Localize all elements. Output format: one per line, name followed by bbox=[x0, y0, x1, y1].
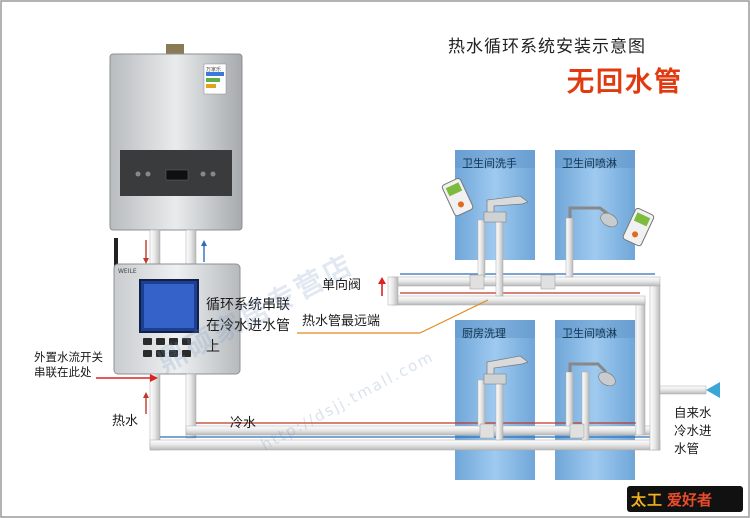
water-heater bbox=[109, 44, 243, 231]
controller-brand: WEILE bbox=[118, 268, 137, 275]
check-valve-arrow-icon bbox=[378, 277, 386, 284]
shower-head-icon bbox=[600, 212, 618, 228]
heater-button bbox=[135, 171, 141, 177]
hot-pipe-far-end-label: 热水管最远端 bbox=[302, 314, 381, 329]
check-valve-label: 单向阀 bbox=[322, 278, 362, 293]
energy-bar bbox=[206, 72, 224, 76]
logo: 太 工 爱好者 bbox=[627, 486, 743, 512]
panel-header bbox=[555, 150, 635, 168]
circulation-system-note: 循环系统串联在冷水进水管上 bbox=[206, 297, 290, 355]
heater-button bbox=[210, 171, 216, 177]
tap-cold-inlet-label: 自来水冷水进水管 bbox=[674, 405, 712, 456]
panel-kitchen bbox=[455, 320, 535, 480]
heater-button bbox=[200, 171, 206, 177]
flue-pipe bbox=[166, 44, 184, 56]
page-title: 热水循环系统安装示意图 bbox=[448, 37, 646, 57]
heater-button bbox=[145, 171, 151, 177]
controller-buttons bbox=[143, 338, 191, 357]
heater-display bbox=[165, 169, 189, 181]
logo-text: 爱好者 bbox=[667, 491, 712, 509]
inlet-valve bbox=[706, 382, 720, 398]
heater-pipes bbox=[143, 229, 207, 269]
energy-bar bbox=[206, 78, 220, 82]
remote-icon bbox=[622, 207, 655, 247]
remote-controls bbox=[441, 177, 655, 247]
remote-icon bbox=[441, 177, 474, 217]
shower-pipe bbox=[568, 206, 609, 218]
shower-pipe bbox=[568, 362, 608, 374]
cold-water-label: 冷水 bbox=[230, 416, 257, 431]
room-label-bath-wash: 卫生间洗手 bbox=[462, 157, 517, 170]
shower-head-icon bbox=[598, 371, 616, 387]
pointer-arrow-icon bbox=[150, 374, 158, 382]
heater-brand: 万家乐 bbox=[206, 67, 222, 73]
annotations bbox=[96, 277, 489, 382]
energy-bar bbox=[206, 84, 216, 88]
panel-header bbox=[455, 320, 535, 338]
panel-header bbox=[555, 320, 635, 338]
circulation-controller bbox=[113, 238, 241, 375]
fixtures bbox=[469, 195, 618, 439]
hot-water-label: 热水 bbox=[112, 414, 139, 429]
panel-header bbox=[455, 150, 535, 168]
svg-text:工: 工 bbox=[647, 491, 662, 509]
room-label-bath-shower-top: 卫生间喷淋 bbox=[562, 157, 617, 170]
pipe-network bbox=[143, 217, 720, 451]
page-subtitle: 无回水管 bbox=[567, 67, 683, 98]
room-label-kitchen: 厨房洗理 bbox=[462, 327, 506, 340]
external-switch-note: 外置水流开关串联在此处 bbox=[34, 350, 103, 379]
lcd-screen bbox=[144, 284, 194, 328]
room-label-bath-shower-bottom: 卫生间喷淋 bbox=[562, 327, 617, 340]
svg-text:太: 太 bbox=[631, 491, 647, 509]
